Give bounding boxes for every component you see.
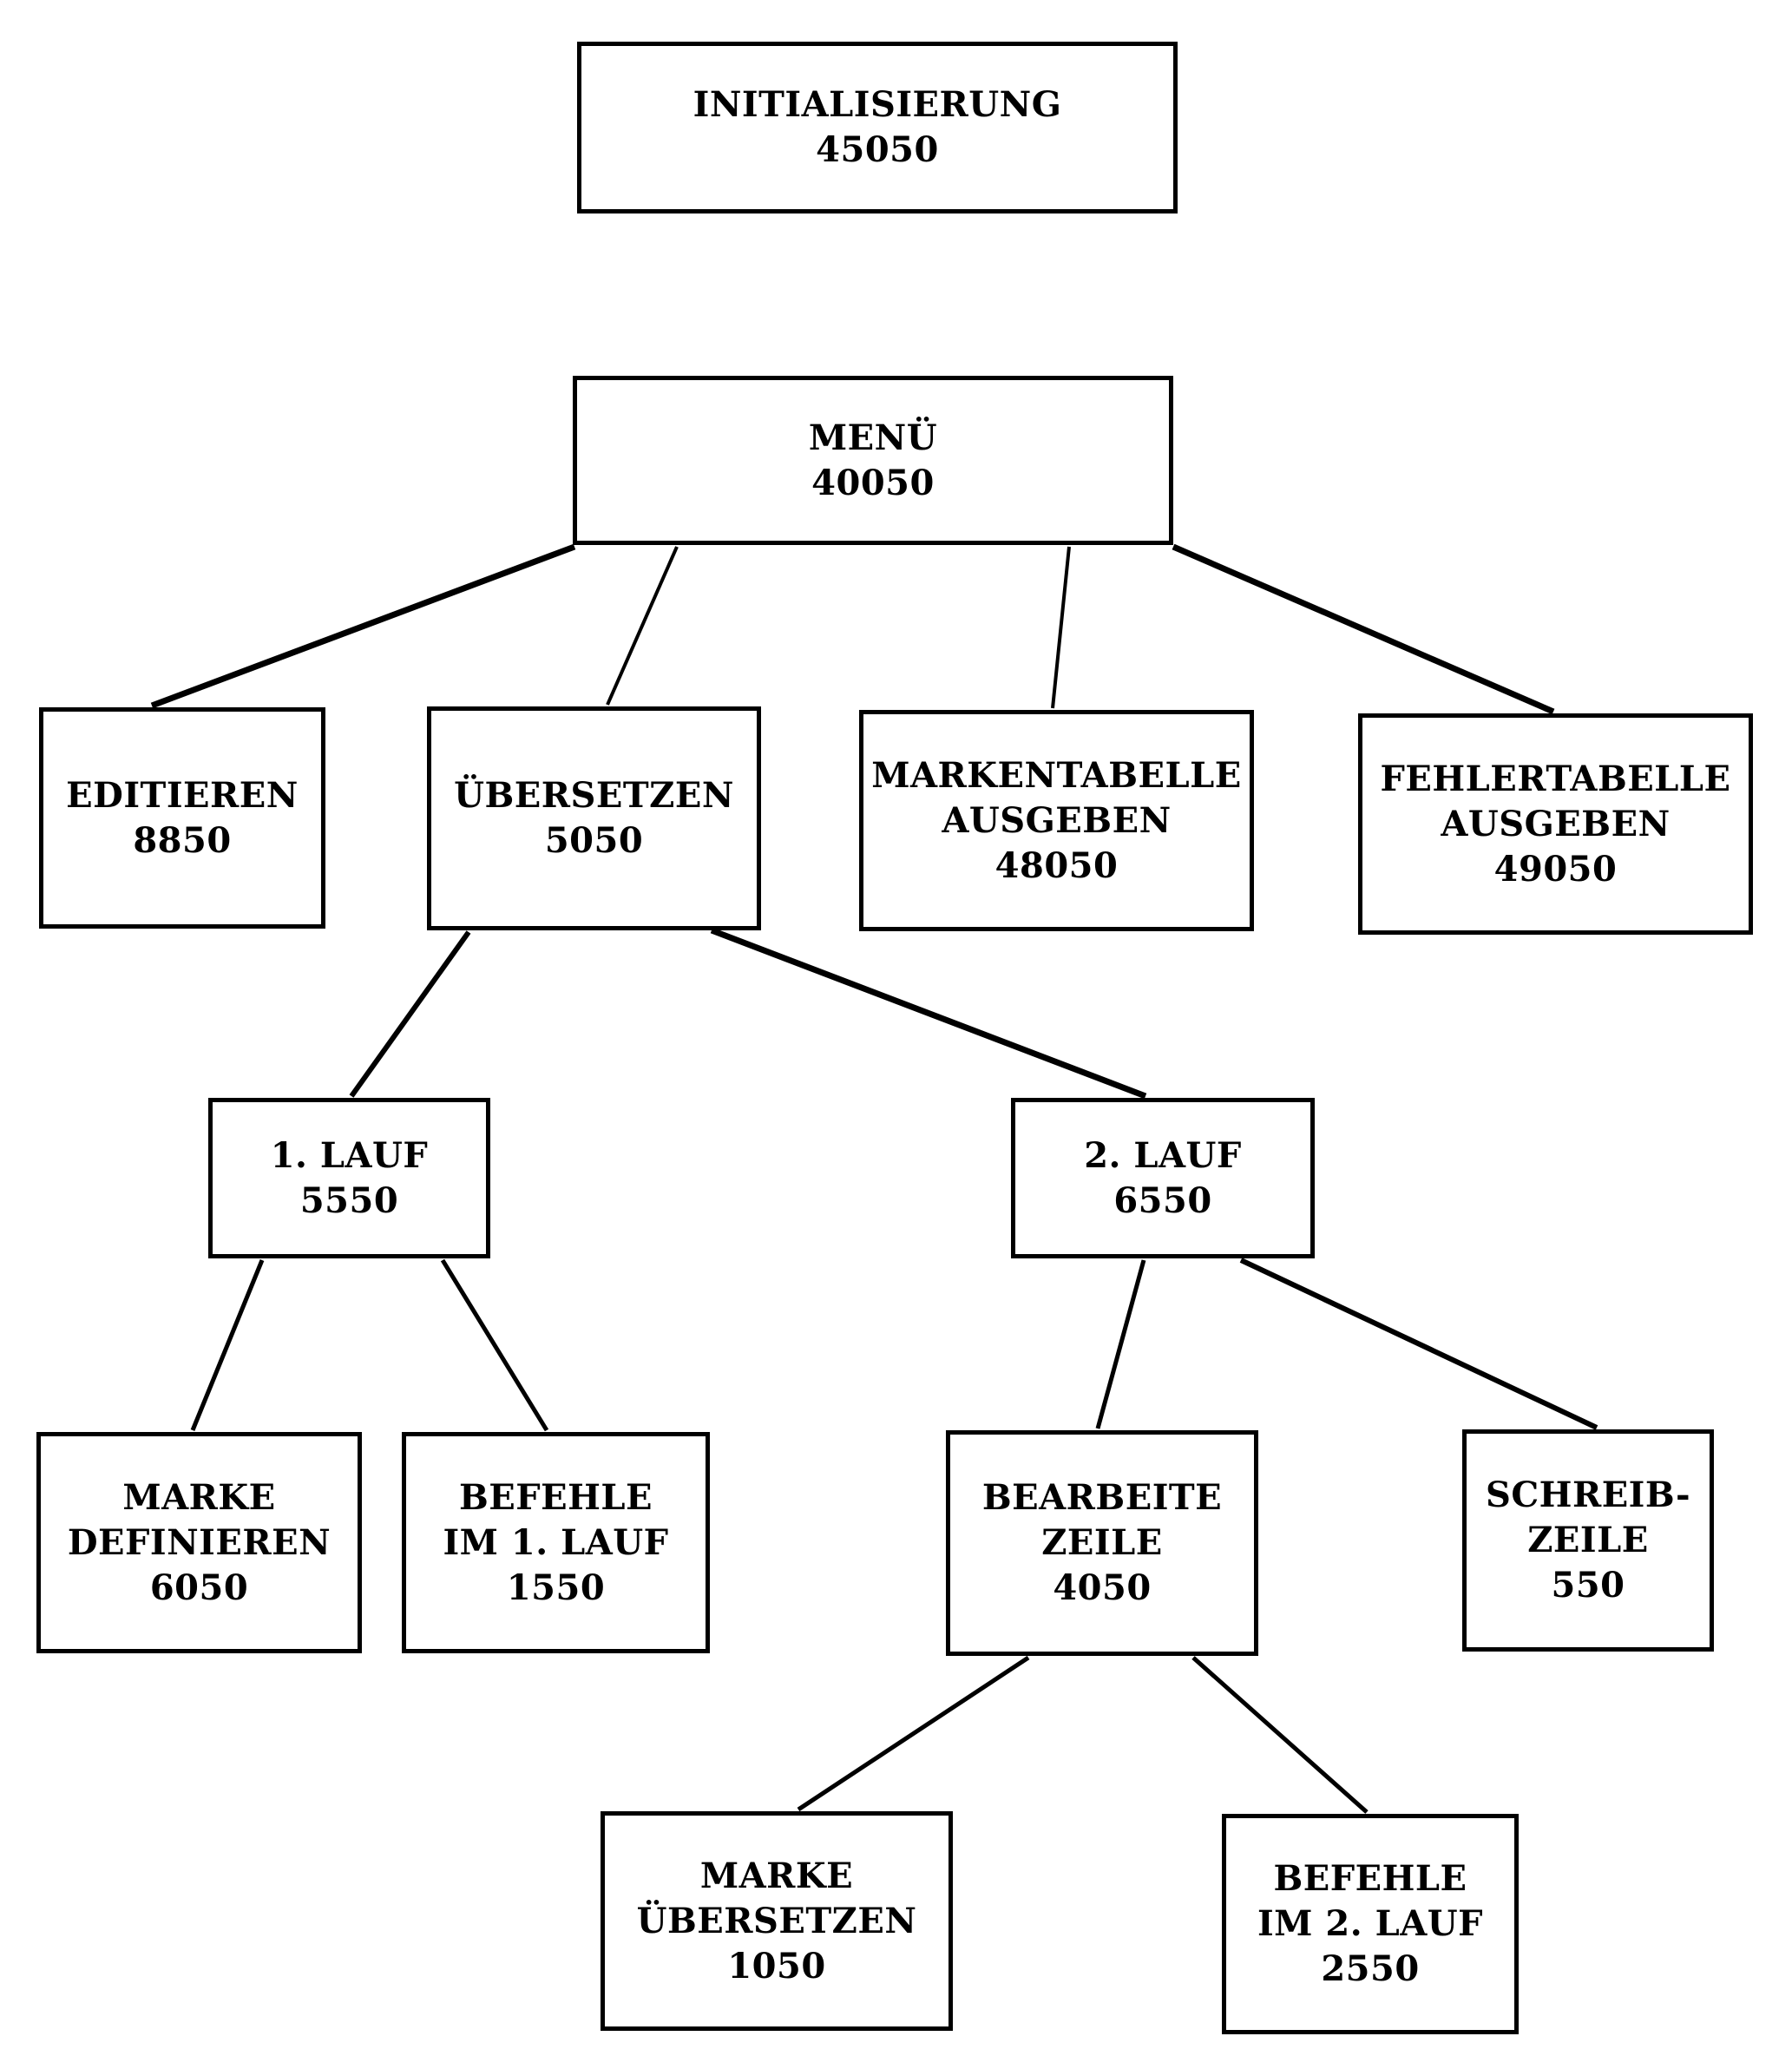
node-label-line: AUSGEBEN xyxy=(1441,803,1671,844)
node-label-line: SCHREIB- xyxy=(1485,1475,1691,1515)
node-label-line: FEHLERTABELLE xyxy=(1380,758,1731,799)
node-line-number: 4050 xyxy=(1053,1567,1152,1608)
node-line-number: 1050 xyxy=(727,1945,826,1987)
edge-lauf-2-to-bearbeite-zeile xyxy=(1095,1259,1146,1429)
edge-menue-to-editieren xyxy=(150,543,576,709)
node-label-line: MARKE xyxy=(699,1855,854,1896)
node-label-line: BEARBEITE xyxy=(981,1477,1223,1518)
edge-uebersetzen-to-lauf-1 xyxy=(349,930,471,1098)
edge-uebersetzen-to-lauf-2 xyxy=(710,927,1147,1100)
node-label-line: BEFEHLE xyxy=(1273,1858,1467,1899)
node-line-number: 6050 xyxy=(149,1567,249,1608)
node-line-number: 5550 xyxy=(299,1179,399,1221)
node-line-number: 40050 xyxy=(811,462,935,503)
node-label-line: MENÜ xyxy=(808,417,938,458)
node-label-line: 1. LAUF xyxy=(270,1134,429,1176)
edge-bearbeite-zeile-to-befehle-im-2-lauf xyxy=(1191,1656,1369,1814)
node-label-line: EDITIEREN xyxy=(66,774,299,816)
edge-lauf-2-to-schreib-zeile xyxy=(1239,1258,1598,1430)
node-line-number: 1550 xyxy=(506,1567,606,1608)
node-label-line: ZEILE xyxy=(1527,1520,1649,1560)
node-label-line: ZEILE xyxy=(1041,1522,1163,1563)
node-label-line: IM 2. LAUF xyxy=(1257,1903,1484,1944)
edge-bearbeite-zeile-to-marke-uebersetzen xyxy=(797,1655,1030,1812)
node-label-line: ÜBERSETZEN xyxy=(636,1900,917,1941)
node-label-line: 2. LAUF xyxy=(1084,1134,1242,1176)
node-line-number: 45050 xyxy=(816,129,939,170)
node-label-line: AUSGEBEN xyxy=(942,799,1172,841)
node-label-line: MARKENTABELLE xyxy=(871,754,1242,796)
node-label-line: IM 1. LAUF xyxy=(443,1521,669,1563)
edge-lauf-1-to-befehle-im-1-lauf xyxy=(440,1258,549,1432)
node-label-line: ÜBERSETZEN xyxy=(454,775,734,816)
node-schreib-zeile[interactable]: SCHREIB- ZEILE 550 xyxy=(1462,1429,1714,1652)
node-line-number: 8850 xyxy=(133,819,232,861)
node-label-line: BEFEHLE xyxy=(458,1476,653,1518)
node-label-line: DEFINIEREN xyxy=(67,1521,331,1563)
node-line-number: 5050 xyxy=(544,820,644,861)
node-label-line: INITIALISIERUNG xyxy=(693,84,1062,125)
edge-menue-to-uebersetzen xyxy=(606,546,679,706)
node-line-number: 49050 xyxy=(1493,848,1618,890)
node-label-line: MARKE xyxy=(122,1476,276,1518)
node-line-number: 48050 xyxy=(994,844,1119,886)
node-line-number: 2550 xyxy=(1321,1948,1420,1989)
edge-lauf-1-to-marke-definieren xyxy=(190,1259,265,1431)
node-line-number: 550 xyxy=(1551,1565,1625,1606)
edge-menue-to-fehlertabelle-ausgeben xyxy=(1172,543,1555,715)
node-line-number: 6550 xyxy=(1113,1179,1212,1221)
edge-menue-to-markentabelle-ausgeben xyxy=(1051,546,1071,709)
